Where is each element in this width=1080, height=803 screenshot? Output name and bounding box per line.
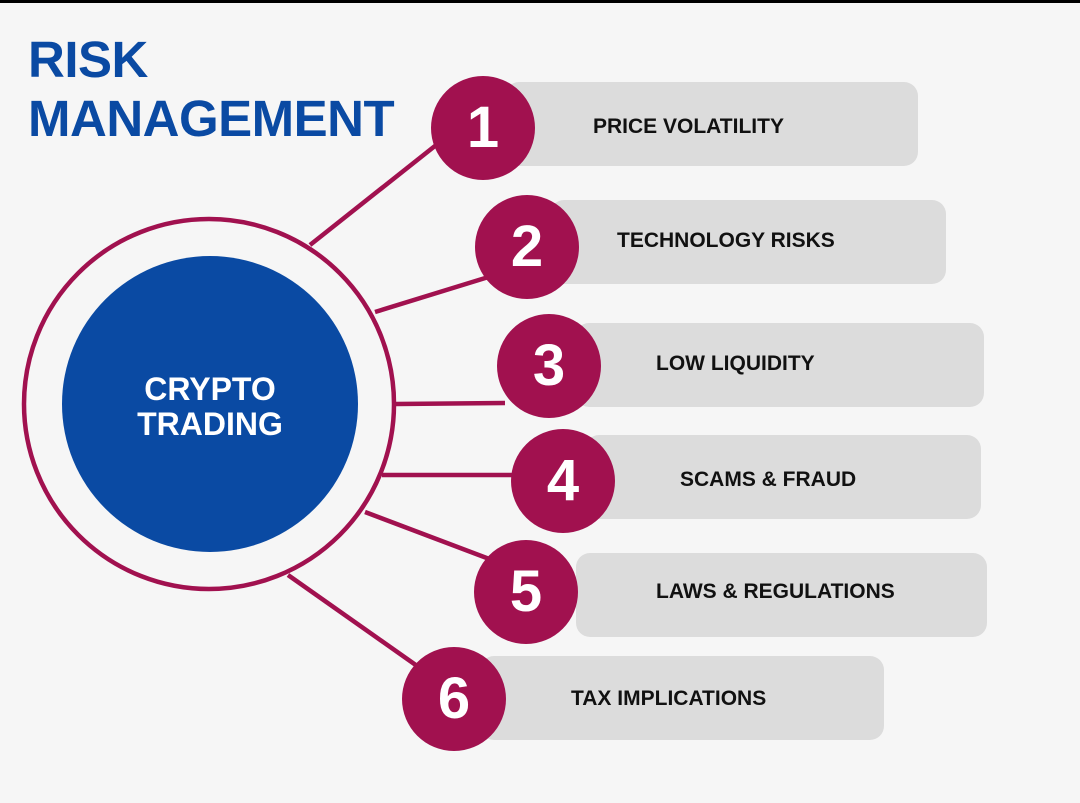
item-number-1: 1 — [466, 95, 500, 160]
center-circle — [62, 256, 358, 552]
item-pill-4 — [585, 435, 981, 519]
item-label-4: SCAMS & FRAUD — [680, 468, 857, 491]
number-circle-5 — [474, 540, 578, 644]
number-circle-2 — [475, 195, 579, 299]
item-pill-1 — [505, 82, 918, 166]
item-number-5: 5 — [509, 559, 543, 624]
number-circle-1 — [431, 76, 535, 180]
item-pill-3 — [575, 323, 984, 407]
connector-line-2 — [374, 272, 496, 315]
item-label-1: PRICE VOLATILITY — [593, 115, 784, 138]
page-title: RISK MANAGEMENT — [28, 30, 395, 148]
item-label-6: TAX IMPLICATIONS — [571, 687, 767, 710]
center-label: CRYPTO TRADING — [110, 372, 310, 442]
item-number-3: 3 — [532, 333, 566, 398]
top-bar — [0, 0, 1080, 3]
outer-ring — [21, 216, 397, 592]
connector-line-6 — [286, 573, 422, 670]
number-circle-6 — [402, 647, 506, 751]
item-label-2: TECHNOLOGY RISKS — [617, 229, 835, 252]
item-number-2: 2 — [510, 214, 544, 279]
item-label-3: LOW LIQUIDITY — [656, 352, 815, 375]
center-line-2: TRADING — [137, 406, 283, 442]
number-circle-3 — [497, 314, 601, 418]
title-line-2: MANAGEMENT — [28, 90, 395, 147]
connector-line-1 — [308, 136, 447, 247]
item-number-6: 6 — [437, 666, 471, 731]
connector-line-3 — [395, 400, 506, 407]
item-pill-2 — [550, 200, 946, 284]
item-pill-6 — [480, 656, 884, 740]
item-number-4: 4 — [546, 448, 580, 513]
number-circle-4 — [511, 429, 615, 533]
item-pill-5 — [576, 553, 987, 637]
center-line-1: CRYPTO — [144, 371, 276, 407]
connector-line-5 — [364, 509, 493, 563]
title-line-1: RISK — [28, 31, 148, 88]
item-label-5: LAWS & REGULATIONS — [656, 580, 895, 603]
